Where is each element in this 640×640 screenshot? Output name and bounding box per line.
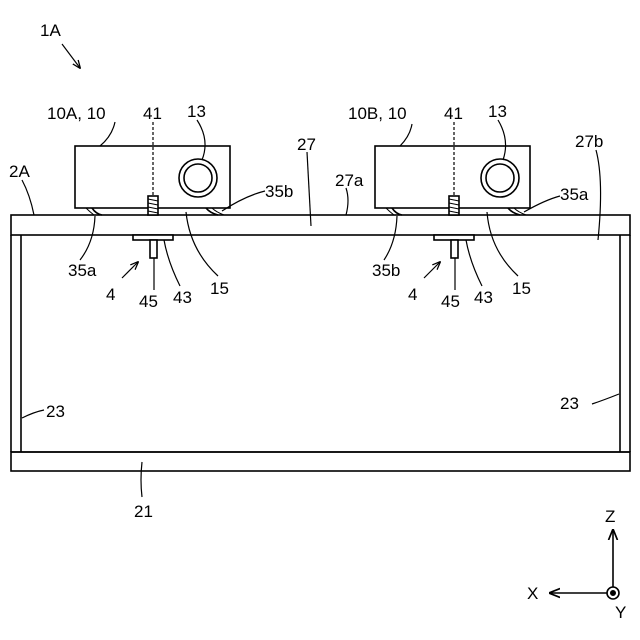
projector-a-lens-inner xyxy=(184,164,212,192)
bottom-plate-21 xyxy=(11,452,630,471)
label-45-b: 45 xyxy=(441,292,460,311)
label-15-b: 15 xyxy=(512,279,531,298)
label-23-left: 23 xyxy=(46,402,65,421)
axis-z-label: Z xyxy=(605,507,615,526)
frame xyxy=(11,215,630,471)
figure-ref-arrow xyxy=(62,44,80,68)
mount-a-arrow xyxy=(122,262,138,278)
label-21: 21 xyxy=(134,502,153,521)
label-27a: 27a xyxy=(335,171,364,190)
label-27: 27 xyxy=(297,135,316,154)
mount-b-pin-45 xyxy=(451,240,458,258)
axis-y-label: Y xyxy=(615,603,626,622)
label-35b-b: 35b xyxy=(372,261,400,280)
projector-a-foot-35a xyxy=(92,208,102,215)
projector-b-foot-35b xyxy=(392,208,402,215)
projector-b xyxy=(375,146,530,258)
label-2A: 2A xyxy=(9,162,30,181)
mount-a-pin-45 xyxy=(150,240,157,258)
projector-b-lens-inner xyxy=(486,164,514,192)
axis-x-label: X xyxy=(527,584,538,603)
label-35a-b: 35a xyxy=(560,185,589,204)
label-41-a: 41 xyxy=(143,104,162,123)
axis-indicator xyxy=(550,530,619,599)
label-41-b: 41 xyxy=(444,104,463,123)
label-45-a: 45 xyxy=(139,292,158,311)
label-projector-b: 10B, 10 xyxy=(348,104,407,123)
label-13-a: 13 xyxy=(187,102,206,121)
mount-b-arrow xyxy=(424,262,440,278)
figure-ref-label: 1A xyxy=(40,21,61,40)
label-43-a: 43 xyxy=(173,288,192,307)
label-27b: 27b xyxy=(575,132,603,151)
y-axis-dot xyxy=(611,591,615,595)
label-35b-a: 35b xyxy=(265,182,293,201)
label-15-a: 15 xyxy=(210,279,229,298)
label-4-b: 4 xyxy=(408,285,417,304)
label-projector-a: 10A, 10 xyxy=(47,104,106,123)
label-43-b: 43 xyxy=(474,288,493,307)
label-13-b: 13 xyxy=(488,102,507,121)
top-plate-27 xyxy=(11,215,630,235)
label-4-a: 4 xyxy=(106,285,115,304)
label-23-right: 23 xyxy=(560,394,579,413)
label-35a-a: 35a xyxy=(68,261,97,280)
